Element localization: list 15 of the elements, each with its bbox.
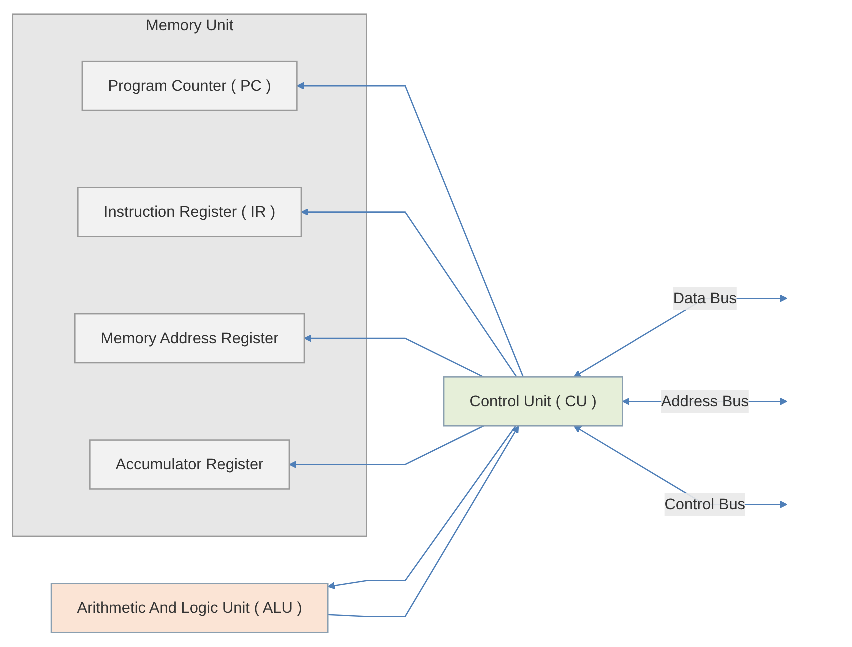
arrow xyxy=(304,334,484,378)
node-box: Arithmetic And Logic Unit ( ALU ) xyxy=(50,583,329,634)
edge-label: Address Bus xyxy=(661,392,749,410)
arrow xyxy=(301,208,518,378)
edge-label: Control Bus xyxy=(664,496,746,513)
node-box: Control Unit ( CU ) xyxy=(443,376,624,427)
node-box: Instruction Register ( IR ) xyxy=(78,187,302,238)
arrow xyxy=(289,426,484,469)
node-box: Memory Address Register xyxy=(74,313,306,364)
arrow xyxy=(328,426,520,618)
arrow xyxy=(328,426,516,590)
node-box: Accumulator Register xyxy=(90,440,290,490)
node-box: Program Counter ( PC ) xyxy=(82,60,298,112)
edge-label: Data Bus xyxy=(673,290,737,307)
arrow xyxy=(296,82,524,378)
